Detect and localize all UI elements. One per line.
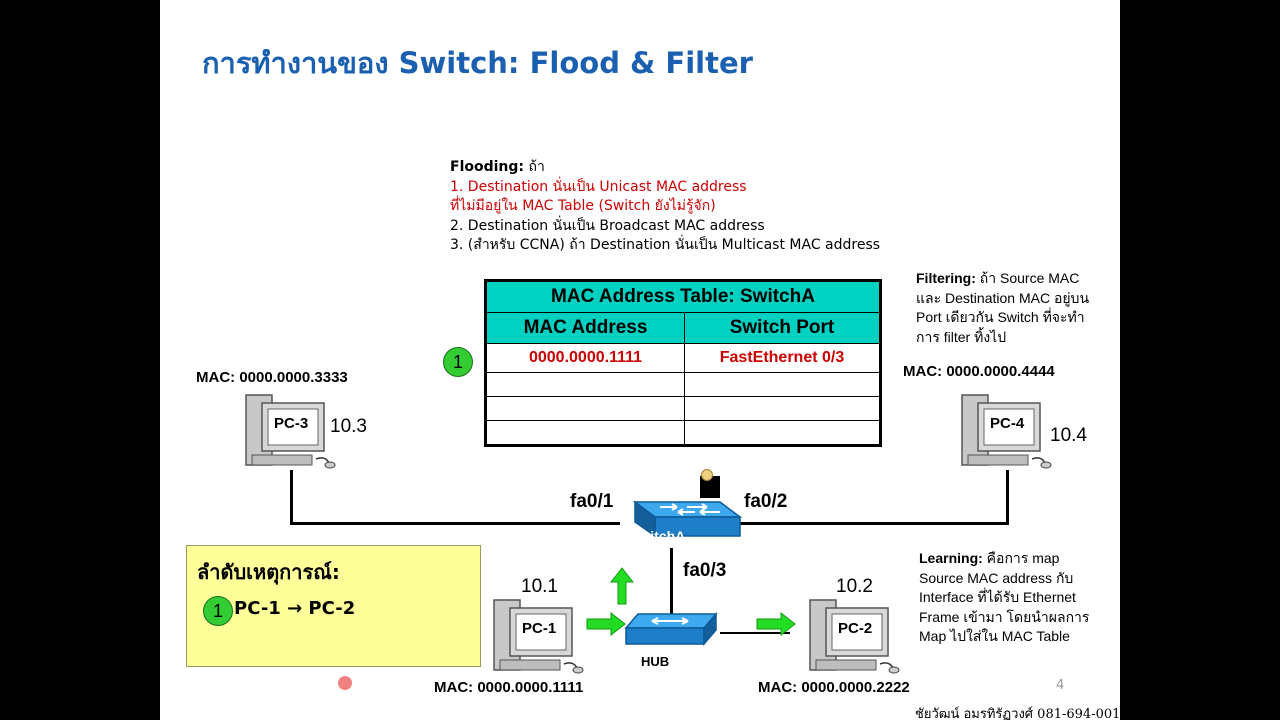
hub-pc2-cable (720, 632, 790, 634)
table-row: 0000.0000.1111 FastEthernet 0/3 (485, 343, 881, 373)
pc4-label: PC-4 (990, 415, 1025, 432)
pc1-ip: 10.1 (521, 576, 558, 597)
event-badge: 1 (203, 596, 233, 626)
table-row (485, 372, 881, 397)
port-label-fa02: fa0/2 (744, 491, 788, 512)
flooding-heading: Flooding: (450, 159, 525, 175)
mac-table-cell-port (684, 396, 881, 421)
pc3-ip: 10.3 (330, 416, 367, 437)
switch-label: SwitchA (630, 528, 686, 544)
computer-icon (245, 394, 336, 469)
computer-icon (809, 599, 900, 674)
page-number: 4 (1056, 678, 1065, 693)
cursor-indicator (701, 469, 713, 481)
table-row (485, 420, 881, 446)
mac-table-cell-mac: 0000.0000.1111 (485, 343, 685, 373)
mac-table-cell-mac (485, 420, 685, 446)
learning-line-2: Source MAC address กับ (919, 569, 1074, 586)
mac-table-cell-mac (485, 396, 685, 421)
mac-table-col-mac: MAC Address (485, 312, 685, 344)
arrow-up-icon (610, 567, 634, 605)
hub-icon (624, 611, 718, 647)
flooding-line-2: ที่ไม่มีอยู่ใน MAC Table (Switch ยังไม่ร… (450, 198, 716, 214)
mac-table-cell-port (684, 372, 881, 397)
arrow-right-icon (756, 612, 796, 636)
filtering-line-3: Port เดียวกัน Switch ที่จะทำ (916, 309, 1085, 325)
pc4-cable-horizontal (740, 522, 1008, 525)
learning-line-4: Frame เข้ามา โดยนำผลการ (919, 608, 1090, 625)
computer-icon (493, 599, 584, 674)
pc4-cable-vertical (1006, 470, 1009, 525)
filtering-line-2: และ Destination MAC อยู่บน (916, 289, 1090, 306)
pc4-mac: MAC: 0000.0000.4444 (903, 363, 1055, 380)
table-row (485, 396, 881, 421)
mac-table-cell-port: FastEthernet 0/3 (684, 343, 881, 373)
event-item: PC-1 → PC-2 (234, 598, 356, 619)
pc3-cable-vertical (290, 470, 293, 525)
slide: การทำงานของ Switch: Flood & Filter Flood… (160, 0, 1120, 720)
learning-line-1: คือการ map (982, 550, 1060, 566)
pc3-cable-horizontal (290, 522, 620, 525)
flooding-line-1: 1. Destination นั่นเป็น Unicast MAC addr… (450, 178, 747, 195)
learning-heading: Learning: (919, 550, 983, 566)
switch-hub-cable (670, 548, 673, 618)
pc2-ip: 10.2 (836, 576, 873, 597)
table-row-badge: 1 (443, 347, 473, 377)
flooding-description: Flooding: ถ้า 1. Destination นั่นเป็น Un… (450, 158, 880, 256)
port-label-fa03: fa0/3 (683, 560, 727, 581)
learning-line-3: Interface ที่ได้รับ Ethernet (919, 589, 1076, 605)
filtering-line-4: การ filter ทิ้งไป (916, 328, 1007, 345)
port-label-fa01: fa0/1 (570, 491, 614, 512)
filtering-line-1: ถ้า Source MAC (975, 270, 1080, 286)
pc4-ip: 10.4 (1050, 425, 1087, 446)
mac-table-cell-port (684, 420, 881, 446)
pc2-mac: MAC: 0000.0000.2222 (758, 679, 910, 696)
flooding-line-4: 3. (สำหรับ CCNA) ถ้า Destination นั่นเป็… (450, 237, 881, 253)
pc3-label: PC-3 (274, 415, 309, 432)
pc1-mac: MAC: 0000.0000.1111 (434, 679, 584, 696)
switch-icon (632, 476, 743, 538)
mac-table-title: MAC Address Table: SwitchA (485, 280, 881, 313)
mac-address-table: MAC Address Table: SwitchA MAC Address S… (484, 279, 882, 447)
pc2-label: PC-2 (838, 620, 873, 637)
pc1-label: PC-1 (522, 620, 557, 637)
arrow-right-icon (586, 612, 626, 636)
event-sequence-box: ลำดับเหตุการณ์: 1 PC-1 → PC-2 (186, 545, 481, 667)
pc3-mac: MAC: 0000.0000.3333 (196, 369, 348, 386)
computer-icon (961, 394, 1052, 469)
laser-pointer (338, 676, 352, 690)
mac-table-col-port: Switch Port (684, 312, 881, 344)
learning-line-5: Map ไปใส่ใน MAC Table (919, 628, 1070, 644)
slide-title: การทำงานของ Switch: Flood & Filter (202, 46, 753, 80)
flooding-line-3: 2. Destination นั่นเป็น Broadcast MAC ad… (450, 217, 765, 234)
filtering-description: Filtering: ถ้า Source MAC และ Destinatio… (916, 269, 1089, 347)
filtering-heading: Filtering: (916, 270, 976, 286)
mac-table-cell-mac (485, 372, 685, 397)
flooding-heading-rest: ถ้า (524, 159, 545, 175)
author-signature: ชัยวัฒน์ อมรทิรัฏวงศ์ 081-694-0010 (915, 707, 1120, 720)
hub-label: HUB (641, 654, 670, 669)
learning-description: Learning: คือการ map Source MAC address … (919, 549, 1089, 647)
event-sequence-title: ลำดับเหตุการณ์: (197, 560, 340, 584)
